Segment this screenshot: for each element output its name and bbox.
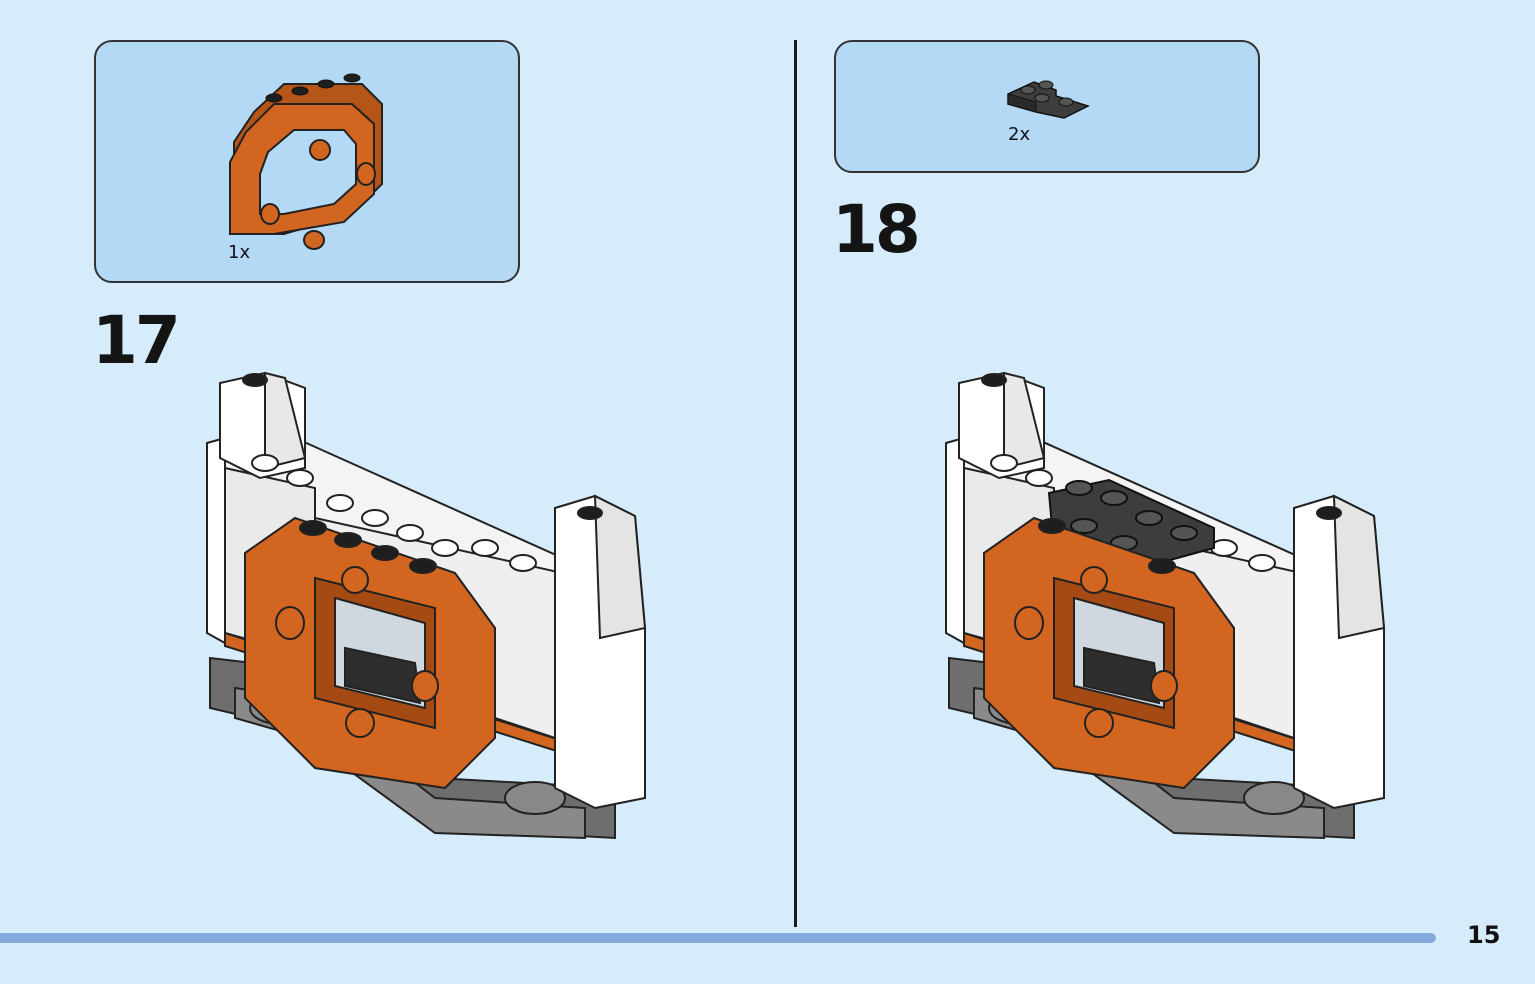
orange-frame — [244, 516, 496, 790]
part-quantity: 2x — [1008, 124, 1031, 145]
progress-bar — [0, 933, 1436, 943]
page-number: 15 — [1467, 921, 1501, 949]
step-number: 17 — [92, 302, 181, 379]
top-studs — [990, 454, 1276, 572]
orange-octagonal-frame-icon — [229, 73, 383, 250]
parts-callout-17: 1x — [94, 40, 520, 283]
dark-gray-corner-plate-icon — [1007, 80, 1090, 119]
assembly-illustration-18 — [945, 371, 1386, 840]
top-studs — [251, 454, 537, 572]
part-quantity: 1x — [228, 242, 251, 263]
orange-frame — [983, 516, 1235, 790]
parts-callout-18: 2x — [834, 40, 1260, 173]
white-towers — [219, 371, 647, 810]
white-towers — [958, 371, 1386, 810]
step-divider — [794, 40, 797, 927]
step-number: 18 — [832, 191, 921, 268]
assembly-illustration-17 — [206, 371, 647, 840]
progress-bar-fill — [0, 933, 1436, 943]
